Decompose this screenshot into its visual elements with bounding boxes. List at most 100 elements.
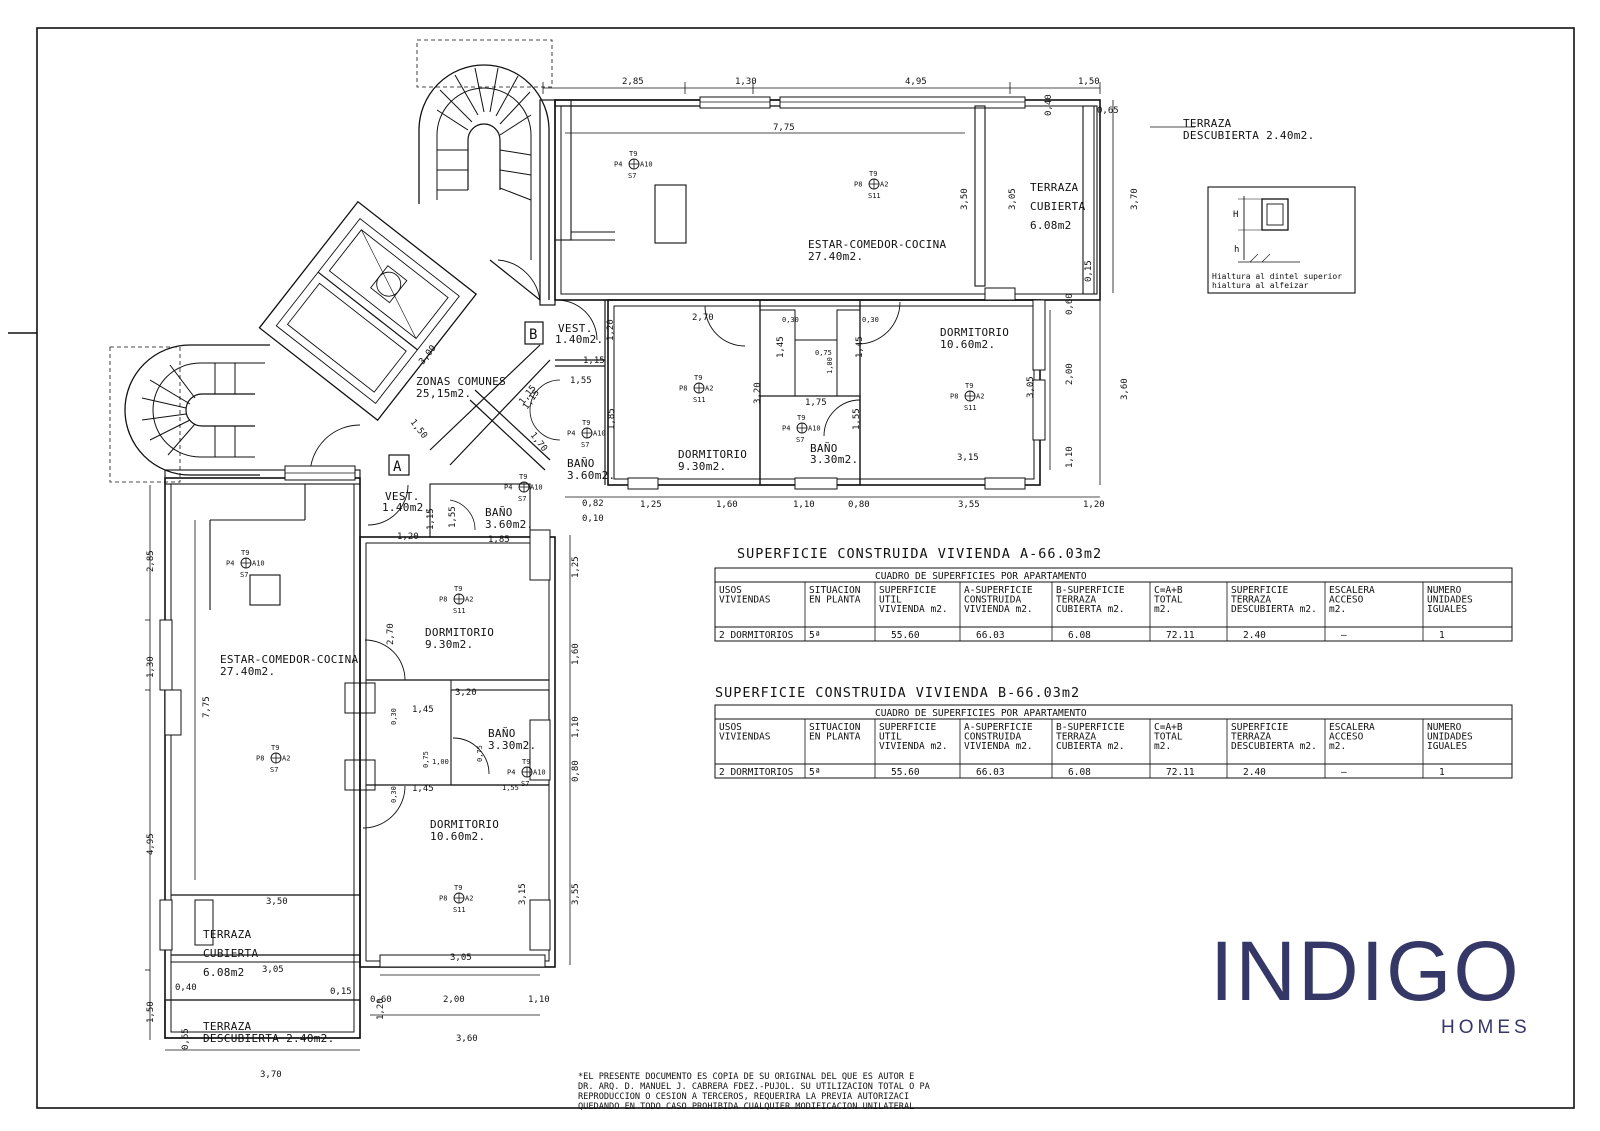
room-zonas-comunes: ZONAS COMUNES <box>416 375 506 388</box>
dim: 7,75 <box>773 123 795 133</box>
unit-a-table-header: VIVIENDA m2. <box>879 604 948 615</box>
unit-b-table-header: CONSTRUIDA <box>964 732 1021 743</box>
unit-a-marker: A <box>393 459 402 475</box>
unit-a-table-cell: 2 DORMITORIOS <box>719 630 794 641</box>
unit-a-table-header: USOS <box>719 585 742 596</box>
dim: 0,40 <box>175 983 197 993</box>
dim: 3,20 <box>753 382 763 404</box>
unit-b-table-header: VIVIENDAS <box>719 732 771 743</box>
unit-a-dims: 3,70 3,60 2,00 1,10 0,60 0,15 0,40 0,65 … <box>146 506 581 1080</box>
unit-a-table-header: UTIL <box>879 595 902 606</box>
t9-label: T9 <box>629 150 637 158</box>
brand-name: INDIGO <box>1210 924 1521 1018</box>
unit-a-table-cell: 5ª <box>809 630 820 641</box>
sym-bottom-label: S7 <box>518 495 526 503</box>
dim: 1,25 <box>640 500 662 510</box>
room-a-dorm1-area: 9.30m2. <box>425 638 473 651</box>
t9-label: T9 <box>454 585 462 593</box>
sym-left-label: P8 <box>950 393 958 401</box>
staircase-lower <box>109 344 270 483</box>
sym-bottom-label: S11 <box>453 607 466 615</box>
t9-label: T9 <box>454 884 462 892</box>
unit-b-table-header: SUPERFICIE <box>1231 722 1288 733</box>
unit-b-table-header: TOTAL <box>1154 732 1183 743</box>
dim: 1,10 <box>793 500 815 510</box>
staircase-upper <box>416 39 553 300</box>
unit-a-table-header: m2. <box>1329 604 1346 615</box>
unit-b-table-header: CUBIERTA m2. <box>1056 741 1125 752</box>
room-a-terraza-area: 6.08m2 <box>203 966 245 979</box>
unit-b-table-header: TERRAZA <box>1056 732 1096 743</box>
room-a-bano2-area: 3.30m2. <box>488 739 536 752</box>
dim: 3,05 <box>262 965 284 975</box>
t9-label: T9 <box>241 549 249 557</box>
room-a-dorm2: DORMITORIO <box>430 818 499 831</box>
room-a-terraza-cub: CUBIERTA <box>203 947 258 960</box>
room-b-terraza-desc-area: DESCUBIERTA 2.40m2. <box>1183 129 1315 142</box>
unit-b-table-header: ESCALERA <box>1329 722 1375 733</box>
dim: 1,50 <box>1078 77 1100 87</box>
t9-label: T9 <box>694 374 702 382</box>
sym-bottom-label: S11 <box>868 192 881 200</box>
unit-a-table-header: EN PLANTA <box>809 595 861 606</box>
unit-b-table-header: m2. <box>1329 741 1346 752</box>
dim: 0,60 <box>1065 293 1075 315</box>
note-line-1: *EL PRESENTE DOCUMENTO ES COPIA DE SU OR… <box>578 1072 914 1082</box>
unit-b-table-header: C=A+B <box>1154 722 1183 733</box>
sym-left-label: P4 <box>504 484 512 492</box>
unit-a-table-header: TOTAL <box>1154 595 1183 606</box>
unit-b-title: SUPERFICIE CONSTRUIDA VIVIENDA B-66.03m2 <box>715 685 1080 701</box>
dim: 1,60 <box>571 643 581 665</box>
room-a-estar: ESTAR-COMEDOR-COCINA <box>220 653 359 666</box>
room-b-vest-area: 1.40m2. <box>555 333 603 346</box>
dim: 1,45 <box>412 784 434 794</box>
legend-line-1: Hialtura al dintel superior <box>1212 272 1342 281</box>
sym-right-label: A2 <box>282 755 290 763</box>
dim: 1,00 <box>826 357 834 374</box>
legal-note: *EL PRESENTE DOCUMENTO ES COPIA DE SU OR… <box>578 1072 931 1112</box>
dim: 1,55 <box>502 784 519 792</box>
room-a-bano1-area: 3.60m2. <box>485 518 533 531</box>
dim: 0,75 <box>815 349 832 357</box>
unit-b-table-cell: 2.40 <box>1243 767 1266 778</box>
dim: 3,05 <box>1026 376 1036 398</box>
dim: 1,25 <box>571 556 581 578</box>
dim-common-1-50: 1,50 <box>408 418 429 441</box>
unit-a-table-cell: 2.40 <box>1243 630 1266 641</box>
room-b-estar-area: 27.40m2. <box>808 250 863 263</box>
dim: 1,15 <box>426 508 436 530</box>
room-a-terraza: TERRAZA <box>203 928 252 941</box>
brand-sub: HOMES <box>1441 1017 1531 1038</box>
unit-a-table-header: TERRAZA <box>1056 595 1096 606</box>
room-b-terraza-desc: TERRAZA <box>1183 117 1232 130</box>
sym-right-label: A2 <box>976 393 984 401</box>
unit-a-walls <box>159 465 556 1039</box>
unit-a-table-header: VIVIENDA m2. <box>964 604 1033 615</box>
sym-right-label: A2 <box>705 385 713 393</box>
room-zonas-comunes-area: 25,15m2. <box>416 387 471 400</box>
legend-line-2: hialtura al alfeizar <box>1212 281 1309 290</box>
dim: 0,30 <box>862 316 879 324</box>
dimension-lines <box>145 82 1195 1051</box>
dim: 3,15 <box>518 883 528 905</box>
dim: 2,85 <box>146 550 156 572</box>
dim: 3,60 <box>456 1034 478 1044</box>
unit-b-table-header: VIVIENDA m2. <box>964 741 1033 752</box>
dim: 0,65 <box>1097 106 1119 116</box>
sym-bottom-label: S7 <box>240 571 248 579</box>
unit-b-table-header: EN PLANTA <box>809 732 861 743</box>
sym-left-label: P4 <box>507 769 515 777</box>
unit-a-table-header: ESCALERA <box>1329 585 1375 596</box>
dim: 1,55 <box>570 376 592 386</box>
dim: 0,15 <box>330 987 352 997</box>
dim: 4,95 <box>146 833 156 855</box>
dim: 0,10 <box>582 514 604 524</box>
unit-a-table-header: IGUALES <box>1427 604 1467 615</box>
